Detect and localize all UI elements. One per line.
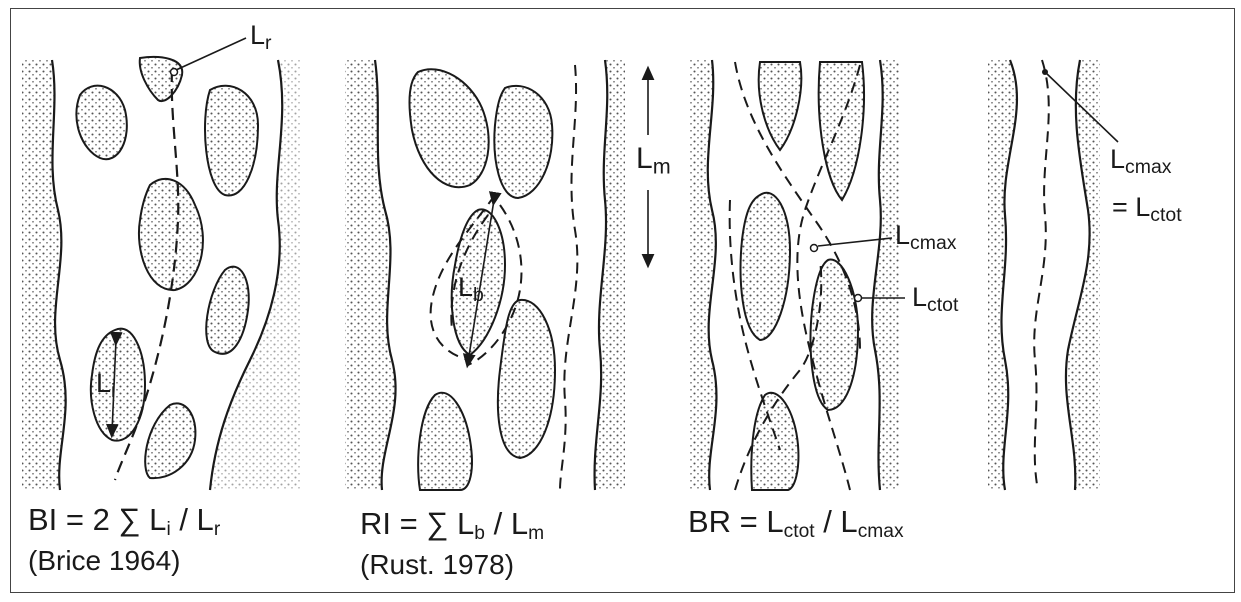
label-lcmax-single: Lcmax	[1110, 146, 1171, 177]
bar	[410, 69, 489, 187]
bar	[206, 267, 249, 354]
panel-brice	[22, 38, 300, 490]
bar	[145, 403, 195, 478]
bar	[140, 57, 183, 101]
formula-br: BR = Lctot / Lcmax	[688, 506, 904, 541]
bar	[205, 86, 258, 196]
citation-rust: (Rust. 1978)	[360, 551, 514, 579]
bar	[139, 179, 203, 290]
lr-leader	[176, 38, 246, 70]
bar	[498, 300, 555, 458]
panel-rust	[345, 60, 648, 490]
panel-br	[690, 60, 905, 490]
citation-brice: (Brice 1964)	[28, 547, 181, 575]
panel-single-channel	[988, 60, 1118, 490]
label-lcmax: Lcmax	[895, 222, 956, 253]
bar	[751, 393, 798, 490]
bar	[811, 260, 858, 410]
label-lr: Lr	[250, 22, 272, 53]
bank-left	[988, 60, 1017, 490]
formula-bi: BI = 2 ∑ Li / Lr	[28, 504, 220, 539]
bar	[76, 86, 126, 160]
bar	[494, 86, 552, 198]
bar	[759, 62, 802, 150]
bank-left	[345, 60, 396, 490]
channel-centerline	[560, 65, 577, 490]
label-lctot: Lctot	[912, 284, 958, 315]
label-lctot-single: = Lctot	[1112, 194, 1182, 225]
bar	[741, 193, 790, 340]
label-lm: Lm	[636, 144, 671, 177]
bar	[418, 393, 472, 490]
channel-centerline	[1034, 60, 1049, 490]
label-lb: Lb	[458, 274, 484, 305]
bar	[819, 62, 864, 200]
bank-right	[595, 60, 625, 490]
label-li: Li	[96, 370, 115, 401]
formula-ri: RI = ∑ Lb / Lm	[360, 508, 544, 543]
